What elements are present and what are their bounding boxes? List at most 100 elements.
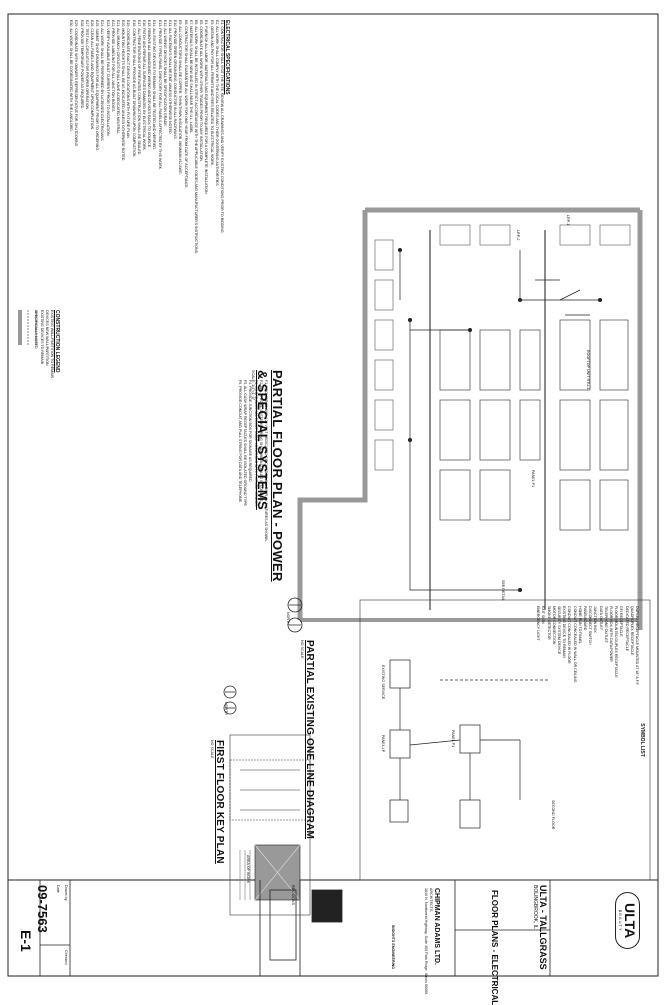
power-plan-note: F5. ALL CASH WRAP RECEPTACLES SHALL BE I… (243, 380, 248, 507)
power-plan-notes: F1. PROVIDE 20 AMP, 120 VOLT DEDICATED C… (237, 380, 268, 630)
electrical-note: E25. SUBMIT SHOP DRAWINGS FOR ALL EQUIPM… (95, 20, 100, 152)
symbol-list-item: FLOOR MOUNTED DUPLEX RECEPTACLE (614, 606, 619, 678)
symbol-list-item: DATA OUTLET (598, 606, 603, 631)
legend-item: EXISTING WALL/PARTITION TO REMAIN (50, 310, 54, 379)
key-plan-title-block: FIRST FLOOR KEY PLAN NO SCALE (209, 740, 225, 864)
electrical-note: E8. CONTRACTOR SHALL GUARANTEE ALL WORK … (183, 20, 188, 189)
symbol-list-item: HOME RUN TO PANEL (577, 606, 582, 644)
electrical-note: E5. COORDINATE ALL WORK WITH OTHER TRADE… (199, 20, 204, 162)
symbol-list-item: EMERGENCY LIGHT (536, 606, 541, 641)
symbol-list-item: CONDUIT CONCEALED IN FLOOR (567, 606, 572, 664)
one-line-title: PARTIAL EXISTING ONE LINE DIAGRAM (304, 640, 315, 840)
project-name: ULTA - TALLGRASS (538, 885, 548, 970)
key-plan-area-label: AREA OF WORK (246, 855, 250, 884)
notes-heading: ELECTRICAL SPECIFICATIONS (224, 20, 230, 95)
north-arrow-icon (223, 597, 303, 715)
job-number: 09-7563 (35, 885, 50, 933)
key-plan-drawing (229, 734, 311, 916)
symbol-list-item: QUADRUPLEX RECEPTACLE (629, 606, 634, 656)
electrical-note: E28. PROVIDE TEMPORARY POWER AS REQUIRED… (79, 20, 84, 110)
electrical-note: E10. PROVIDE GREEN GROUNDING CONDUCTOR I… (173, 20, 178, 140)
one-line-label: PANEL LP (381, 735, 385, 753)
power-plan-title: PARTIAL FLOOR PLAN - POWER (270, 370, 285, 582)
checked-label: Checked (64, 950, 68, 965)
symbol-list-item: PANELBOARD (582, 606, 587, 631)
symbol-list-item: CONDUIT CONCEALED IN WALL OR CEILING (572, 606, 577, 683)
symbol-list-item: EXIT SIGN (541, 606, 546, 624)
revisions-label: REVISIONS (291, 885, 295, 906)
symbol-list-item: SMOKE DETECTOR (546, 606, 551, 640)
symbol-list-item: FLOOR BOX WITH DATA/POWER (608, 606, 613, 662)
plan-tag: SEE DETAIL (501, 580, 505, 602)
client-logo-text: ULTA (622, 903, 638, 939)
power-plan-drawing (297, 207, 643, 630)
project-info: ULTA - TALLGRASS BOLINGBROOK, IL (532, 885, 548, 970)
power-plan-note: F1. PROVIDE 20 AMP, 120 VOLT DEDICATED C… (264, 380, 268, 542)
date-label: Date (56, 885, 60, 893)
plan-tag: PANEL P1 (531, 470, 535, 488)
electrical-note: E19. COORDINATE EXACT DEVICE LOCATIONS W… (126, 20, 131, 139)
electrical-note: E1. CONTRACTOR SHALL VISIT THE SITE, REV… (220, 20, 224, 234)
electrical-note: E16. PATCH AND REPAIR ALL SURFACES DAMAG… (141, 20, 146, 152)
one-line-diagram (389, 659, 550, 829)
electrical-note: E3. OBTAIN AND PAY FOR ALL PERMITS AND F… (209, 20, 214, 167)
electrical-note: E24. ALL WORK SHALL BE PERFORMED BY LICE… (100, 20, 105, 142)
electrical-note: E4. FURNISH ALL LABOR, MATERIALS AND EQU… (204, 20, 209, 195)
legend-swatches (18, 310, 37, 345)
drawing-title: FLOOR PLANS - ELECTRICAL (487, 890, 505, 1005)
electrical-note: E30. ALL WORK SHALL BE COORDINATED WITH … (69, 20, 74, 132)
electrical-note: E13. PROVIDE TYPED PANEL DIRECTORY FOR A… (157, 20, 162, 171)
symbol-list-item: MOTOR CONNECTION (551, 606, 556, 645)
drawing-title-text: FLOOR PLANS - ELECTRICAL (490, 890, 499, 1005)
symbol-list-item: SECURITY SYSTEM DEVICE (556, 606, 561, 655)
construction-legend: CONSTRUCTION LEGEND EXISTING WALL/PARTIT… (33, 310, 60, 378)
one-line-label: PANEL P1 (451, 730, 455, 748)
architect-info: CHIPMAN ADAMS LTD. ARCHITECTS 1640 N. No… (423, 888, 440, 994)
electrical-note: E17. ALL PENETRATIONS OF FIRE RATED CONS… (136, 20, 141, 156)
electrical-note: E7. MATERIALS SHALL BE NEW AND SHALL BEA… (188, 20, 193, 135)
architect-name: CHIPMAN ADAMS LTD. (433, 888, 440, 965)
power-plan-note: F3. COORDINATE ALL RECEPTACLE LOCATIONS … (253, 380, 258, 508)
drawing-sheet (7, 13, 659, 977)
electrical-note: E12. ALL WIRING DEVICES SHALL BE SPECIFI… (162, 20, 167, 127)
plan-tag: LRP-1 (566, 215, 570, 226)
legend-item: SPECIFICALLY NOTED (34, 310, 39, 349)
symbol-list-item: JUNCTION BOX (593, 606, 598, 633)
electrical-note: E22. PROVIDE LABELING FOR ALL JUNCTION B… (110, 20, 115, 113)
electrical-note: E26. CLEAN ALL PANELS AND EQUIPMENT UPON… (89, 20, 94, 131)
symbol-list-table (359, 599, 651, 881)
key-plan-title: FIRST FLOOR KEY PLAN (214, 740, 225, 864)
engineer-name: INSIGHTS ENGINEERING (391, 925, 395, 970)
electrical-note: E18. CONTRACTOR SHALL PROVIDE AS-BUILT D… (131, 20, 136, 158)
north-label: NORTH (286, 612, 290, 625)
electrical-note: E23. VERIFY AVAILABLE FAULT CURRENT PRIO… (105, 20, 110, 137)
plan-tag: LRP-2 (516, 230, 520, 241)
electrical-note: E21. ALL BRANCH CIRCUITS SHALL HAVE A DE… (115, 20, 120, 135)
electrical-notes: ELECTRICAL SPECIFICATIONS E1. CONTRACTOR… (68, 20, 230, 580)
electrical-note: E2. ALL WORK SHALL COMPLY WITH THE LOCAL… (214, 20, 219, 187)
symbol-list-item: DISCONNECT SWITCH (588, 606, 593, 645)
symbol-list-heading: SYMBOL LIST (639, 723, 645, 757)
north-label: NORTH (224, 702, 228, 715)
one-line-label: EXISTING SERVICE (381, 665, 385, 700)
one-line-title-block: PARTIAL EXISTING ONE LINE DIAGRAM NO SCA… (299, 640, 315, 839)
electrical-note: E11. ALL RACEWAYS SHALL BE EMT UNLESS OT… (167, 20, 172, 135)
title-block-frame (39, 880, 551, 976)
electrical-note: E14. ALL EXISTING DEVICES TO REMAIN SHAL… (152, 20, 157, 150)
legend-heading: CONSTRUCTION LEGEND (54, 310, 60, 373)
symbol-list: SYMBOL LIST DUPLEX RECEPTACLE MOUNTED AT… (535, 606, 645, 874)
architect-address: 1640 N. Northwest Highway, Suite 409 Par… (424, 888, 428, 995)
legend-item: EXISTING DEVICES TO REMAIN (39, 310, 44, 365)
drawn-label: Drawn by (64, 885, 68, 901)
symbol-list-item: DEDICATED RECEPTACLE (624, 606, 629, 652)
electrical-note: E9. ALL CONDUCTORS SHALL BE COPPER, THHN… (178, 20, 183, 175)
notes-list: E1. CONTRACTOR SHALL VISIT THE SITE, REV… (68, 20, 224, 580)
electrical-note: E20. MOUNTING HEIGHTS SHALL BE AS INDICA… (121, 20, 126, 162)
electrical-note: E29. COORDINATE WITH OWNER'S REPRESENTAT… (74, 20, 79, 148)
client-logo: ULTA BEAUTY (615, 892, 640, 950)
electrical-note: E15. REMOVE ALL ABANDONED WIRING AND DEV… (147, 20, 152, 149)
sheet-number: E-1 (18, 930, 34, 952)
symbol-list-item: EXISTING DEVICE TO REMAIN (562, 606, 567, 658)
plan-tag: ROOFTOP UNIT RTU-1 (586, 350, 590, 390)
electrical-note: E6. ALL WORK SHALL BE INSTALLED IN STRIC… (193, 20, 198, 255)
